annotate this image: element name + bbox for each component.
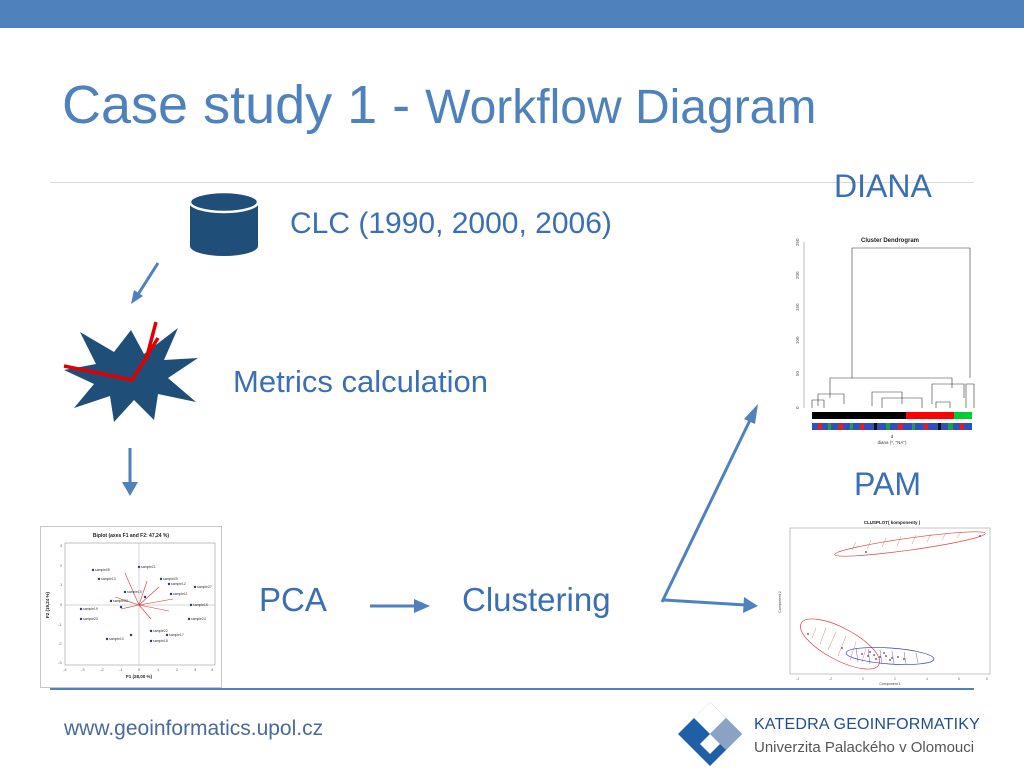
biplot-point-label: sample12 (171, 582, 186, 586)
dendrogram-title: Cluster Dendrogram (861, 238, 919, 244)
starburst-icon (63, 321, 198, 422)
biplot-point-label: sample27 (197, 585, 212, 589)
svg-text:2: 2 (894, 677, 896, 681)
metrics-label: Metrics calculation (233, 364, 488, 399)
svg-text:2: 2 (176, 667, 179, 672)
svg-text:1: 1 (60, 582, 63, 587)
biplot-point-label: sample17 (169, 633, 184, 637)
svg-text:0: 0 (862, 677, 864, 681)
footer-url[interactable]: www.geoinformatics.upol.cz (64, 717, 324, 740)
dendrogram-xlabel: d (891, 434, 894, 439)
svg-text:-2: -2 (100, 667, 104, 672)
dendrogram-thumbnail: Cluster Dendrogram 0 50 100 150 200 250 (782, 228, 978, 450)
svg-text:-1: -1 (119, 667, 123, 672)
dendrogram-ytick: 50 (795, 370, 800, 376)
biplot-thumbnail: Biplot (axes F1 and F2: 47,24 %) 3 2 1 0 -1 -… (40, 526, 222, 688)
biplot-point-label: sample19 (83, 607, 98, 611)
clusplot-xlabel: Component 1 (879, 682, 901, 686)
pam-label: PAM (854, 466, 921, 502)
dendrogram-ytick: 200 (795, 271, 800, 279)
biplot-point-label: sample09 (163, 577, 178, 581)
biplot-point-label: sample21 (141, 565, 156, 569)
slide-title-main: Case study 1 - (62, 75, 426, 135)
biplot-xlabel: F1 (28,00 %) (126, 674, 153, 679)
svg-text:-3: -3 (58, 660, 62, 665)
biplot-point-label: sample18 (153, 639, 168, 643)
dendrogram-sublabel: diana (*, "NA") (878, 440, 907, 445)
dendrogram-ytick: 100 (795, 336, 800, 344)
slide-title: Case study 1 - Workflow Diagram (62, 78, 816, 132)
biplot-point-label: sample13 (101, 577, 116, 581)
biplot-point-label: sample24 (191, 617, 206, 621)
geoinformatics-logo (678, 702, 742, 766)
svg-text:-2: -2 (58, 641, 62, 646)
svg-text:3: 3 (194, 667, 197, 672)
slide-title-sub: Workflow Diagram (425, 81, 817, 134)
svg-text:0: 0 (60, 602, 63, 607)
biplot-point-label: sample11 (173, 592, 188, 596)
pca-label: PCA (259, 581, 327, 618)
svg-text:-3: -3 (81, 667, 85, 672)
diana-label: DIANA (834, 168, 932, 204)
svg-text:4: 4 (211, 667, 214, 672)
biplot-point-label: sample16 (193, 603, 208, 607)
svg-text:4: 4 (926, 677, 928, 681)
svg-text:-2: -2 (829, 677, 832, 681)
svg-text:8: 8 (986, 677, 988, 681)
arrow-pca-to-clustering (370, 599, 430, 613)
university-name: Univerzita Palackého v Olomouci (754, 739, 975, 756)
biplot-point-label: sample23 (83, 617, 98, 621)
department-name: KATEDRA GEOINFORMATIKY (754, 716, 981, 733)
top-accent-bar (0, 0, 1024, 28)
footer-divider (50, 688, 974, 690)
dendrogram-ytick: 0 (795, 406, 800, 409)
clustering-label: Clustering (462, 581, 611, 618)
title-divider (50, 182, 974, 183)
clusplot-ylabel: Component 2 (778, 591, 782, 613)
arrow-db-to-metrics (131, 262, 160, 304)
arrow-clustering-to-pam (663, 597, 758, 613)
biplot-point-label: sample22 (153, 629, 168, 633)
svg-text:-4: -4 (63, 667, 67, 672)
biplot-ylabel: F2 (19,24 %) (45, 591, 50, 618)
biplot-point-label: sample15 (127, 590, 142, 594)
svg-text:6: 6 (958, 677, 960, 681)
svg-text:-1: -1 (58, 622, 62, 627)
dendrogram-ytick: 250 (795, 238, 800, 246)
biplot-point-label: sample10 (109, 637, 124, 641)
biplot-title: Biplot (axes F1 and F2: 47,24 %) (93, 533, 169, 539)
clusplot-thumbnail: CLUSPLOT( komponenty ) -4 -2 0 2 4 6 8 Compone… (772, 516, 994, 686)
clusplot-title: CLUSPLOT( komponenty ) (864, 520, 921, 525)
arrow-metrics-to-pca (122, 448, 138, 496)
svg-text:1: 1 (157, 667, 160, 672)
svg-text:2: 2 (60, 563, 63, 568)
dendrogram-ytick: 150 (795, 303, 800, 311)
svg-text:-4: -4 (796, 677, 799, 681)
biplot-point-label: sample03 (113, 599, 128, 603)
arrow-clustering-to-diana (660, 404, 758, 603)
database-icon (188, 190, 260, 256)
clc-label: CLC (1990, 2000, 2006) (290, 207, 612, 240)
svg-text:3: 3 (60, 543, 63, 548)
svg-text:0: 0 (138, 667, 141, 672)
biplot-point-label: sample05 (95, 568, 110, 572)
